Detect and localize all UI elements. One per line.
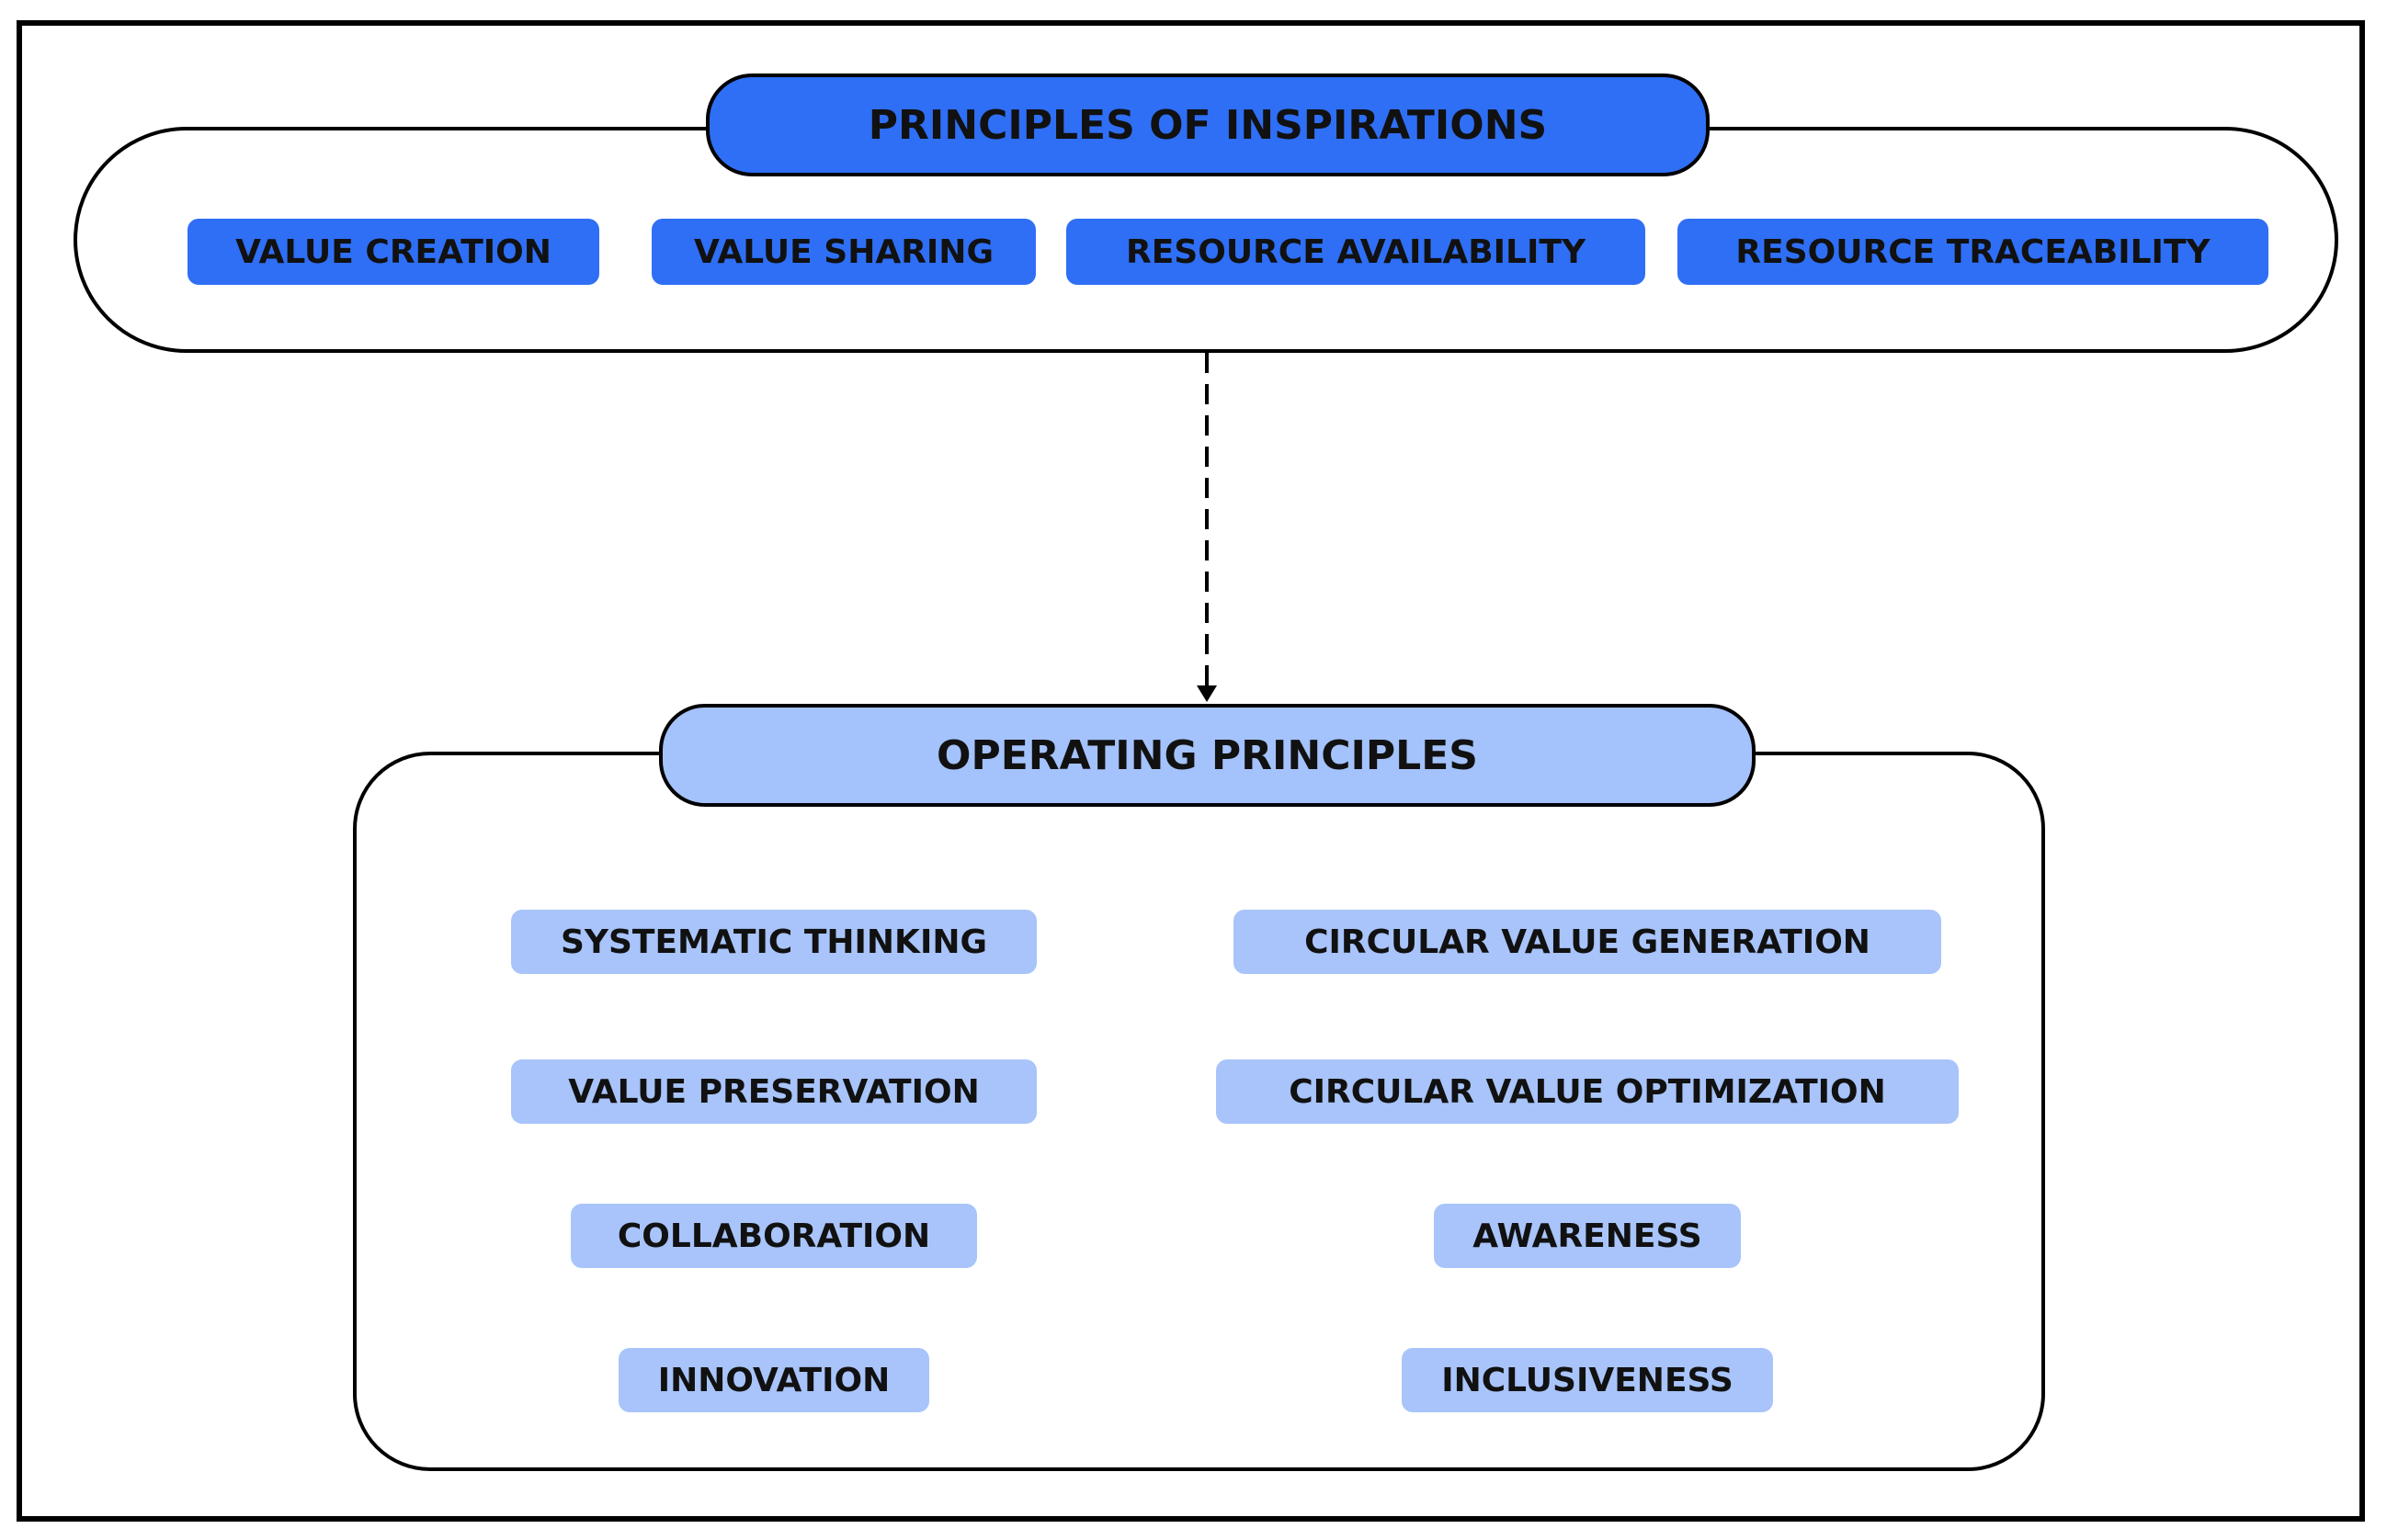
inspiration-resource-traceability: RESOURCE TRACEABILITY [1677,219,2268,285]
inspiration-value-creation: VALUE CREATION [188,219,599,285]
inspiration-value-sharing: VALUE SHARING [652,219,1036,285]
inspiration-resource-availability: RESOURCE AVAILABILITY [1066,219,1645,285]
op-circular-value-generation: CIRCULAR VALUE GENERATION [1233,910,1941,974]
inspirations-title: PRINCIPLES OF INSPIRATIONS [706,74,1710,176]
op-circular-value-optimization: CIRCULAR VALUE OPTIMIZATION [1216,1059,1959,1124]
operating-title: OPERATING PRINCIPLES [659,704,1756,807]
op-systematic-thinking: SYSTEMATIC THINKING [511,910,1037,974]
op-value-preservation: VALUE PRESERVATION [511,1059,1037,1124]
op-collaboration: COLLABORATION [571,1204,977,1268]
op-inclusiveness: INCLUSIVENESS [1402,1348,1773,1412]
arrowhead-icon [1197,685,1217,702]
op-innovation: INNOVATION [619,1348,929,1412]
op-awareness: AWARENESS [1434,1204,1741,1268]
